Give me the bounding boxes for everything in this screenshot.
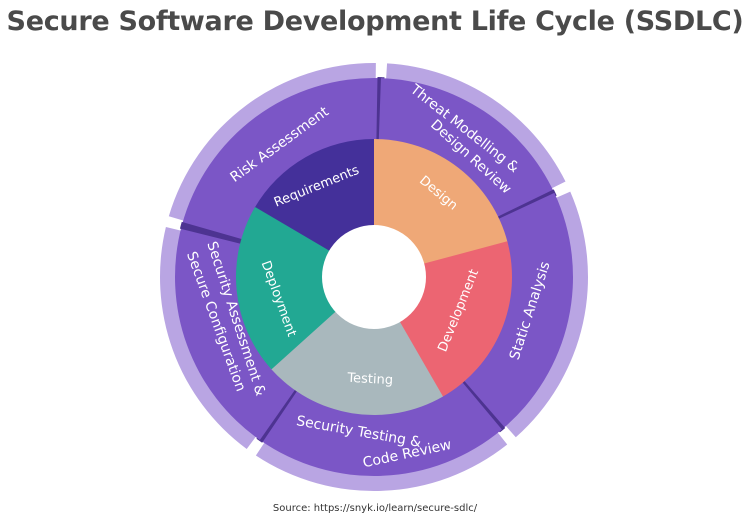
outer-segment-risk-assessment: [181, 78, 381, 242]
inner-segment-design: [374, 139, 508, 265]
inner-segment-development: [398, 241, 512, 398]
diagram-title: Secure Software Development Life Cycle (…: [6, 6, 744, 37]
outer-rim-security-testing: [255, 430, 508, 491]
inner-segment-deployment: [235, 206, 337, 370]
outer-segment-threat-modelling: [378, 78, 555, 220]
outer-rim-security-assessment: [160, 227, 258, 450]
source-caption: Source: https://snyk.io/learn/secure-sdl…: [272, 503, 478, 514]
center-hole: [322, 225, 426, 329]
inner-segment-requirements: [254, 139, 376, 252]
outer-rim-static-analysis: [503, 191, 588, 438]
outer-segment-security-assessment: [175, 225, 296, 441]
outer-segment-security-testing: [259, 381, 502, 476]
inner-segment-testing: [270, 310, 443, 416]
inner-label-testing: Testing: [346, 371, 393, 388]
outer-rim-threat-modelling: [385, 63, 566, 190]
outer-segment-static-analysis: [461, 192, 573, 430]
outer-divider: [179, 221, 244, 245]
